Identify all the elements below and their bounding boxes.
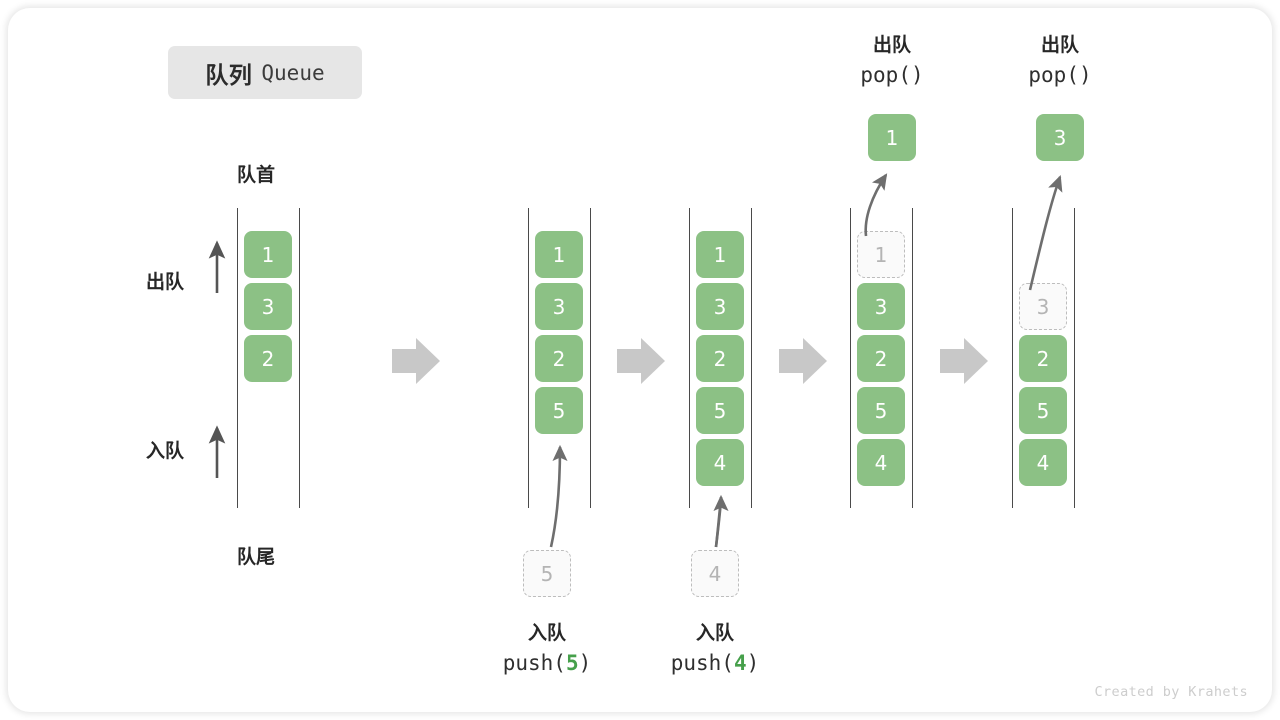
popped-chip-1: 1 xyxy=(868,114,916,161)
queue-cell: 2 xyxy=(244,335,292,382)
pop-3-label: 出队 pop() xyxy=(960,32,1160,90)
rail-right xyxy=(751,208,752,508)
transition-arrow-2 xyxy=(617,338,665,384)
rail-right xyxy=(590,208,591,508)
rail-left xyxy=(528,208,529,508)
queue-cell: 2 xyxy=(1019,335,1067,382)
pop-1-label-cn: 出队 xyxy=(872,35,911,56)
title-en: Queue xyxy=(261,60,325,85)
push-4-call-prefix: push( xyxy=(670,651,734,675)
push-source-chip-4: 4 xyxy=(691,550,739,597)
queue-cell: 2 xyxy=(696,335,744,382)
queue-cell-empty xyxy=(1019,231,1067,278)
queue-cell: 4 xyxy=(857,439,905,486)
title-cn: 队列 xyxy=(205,61,253,88)
queue-cell: 2 xyxy=(535,335,583,382)
credit-text: Created by Krahets xyxy=(1094,684,1248,700)
queue-cell: 3 xyxy=(857,283,905,330)
push-source-chip-5: 5 xyxy=(523,550,571,597)
queue-cell-ghost: 3 xyxy=(1019,283,1067,330)
queue-cell: 3 xyxy=(244,283,292,330)
push-4-label: 入队 push(4) xyxy=(615,620,815,678)
queue-cell: 3 xyxy=(535,283,583,330)
push-4-call-value: 4 xyxy=(733,651,747,675)
queue-cell: 5 xyxy=(696,387,744,434)
push-5-call: push(5) xyxy=(447,648,647,678)
popped-chip-3: 3 xyxy=(1036,114,1084,161)
queue-column-4: 1 3 2 5 4 xyxy=(850,208,914,508)
push-5-call-prefix: push( xyxy=(502,651,566,675)
queue-cell: 5 xyxy=(857,387,905,434)
queue-cells: 1 3 2 5 4 xyxy=(857,231,905,491)
queue-cell: 2 xyxy=(857,335,905,382)
title-badge: 队列 Queue xyxy=(168,46,362,99)
pop-3-label-cn: 出队 xyxy=(1040,35,1079,56)
queue-column-3: 1 3 2 5 4 xyxy=(689,208,753,508)
queue-cell: 1 xyxy=(244,231,292,278)
queue-cells: 1 3 2 5 xyxy=(535,231,583,439)
push-5-label: 入队 push(5) xyxy=(447,620,647,678)
rail-left xyxy=(1012,208,1013,508)
queue-cell-ghost: 1 xyxy=(857,231,905,278)
queue-column-1: 1 3 2 xyxy=(237,208,301,508)
transition-arrow-1 xyxy=(392,338,440,384)
rail-right xyxy=(912,208,913,508)
pop-3-call: pop() xyxy=(1028,63,1092,87)
push-4-label-cn: 入队 xyxy=(695,623,734,644)
label-front: 队首 xyxy=(237,165,276,186)
transition-arrow-3 xyxy=(779,338,827,384)
rail-left xyxy=(850,208,851,508)
rail-right xyxy=(1074,208,1075,508)
pop-1-label: 出队 pop() xyxy=(792,32,992,90)
queue-column-2: 1 3 2 5 xyxy=(528,208,592,508)
label-rear: 队尾 xyxy=(237,547,276,568)
rail-right xyxy=(299,208,300,508)
push-5-call-value: 5 xyxy=(565,651,579,675)
push-5-label-cn: 入队 xyxy=(527,623,566,644)
queue-cells: 1 3 2 5 4 xyxy=(696,231,744,491)
rail-left xyxy=(689,208,690,508)
queue-cell: 5 xyxy=(1019,387,1067,434)
push-4-call: push(4) xyxy=(615,648,815,678)
pop-1-call: pop() xyxy=(860,63,924,87)
push-4-call-suffix: ) xyxy=(746,651,760,675)
queue-cell: 1 xyxy=(696,231,744,278)
rail-left xyxy=(237,208,238,508)
label-dequeue: 出队 xyxy=(146,272,185,293)
transition-arrow-4 xyxy=(940,338,988,384)
queue-column-5: 3 2 5 4 xyxy=(1012,208,1076,508)
label-enqueue: 入队 xyxy=(146,441,185,462)
queue-cells: 3 2 5 4 xyxy=(1019,231,1067,491)
queue-cell: 1 xyxy=(535,231,583,278)
queue-cell: 5 xyxy=(535,387,583,434)
queue-cell: 4 xyxy=(1019,439,1067,486)
queue-cells: 1 3 2 xyxy=(244,231,292,387)
queue-cell: 3 xyxy=(696,283,744,330)
push-5-call-suffix: ) xyxy=(578,651,592,675)
queue-cell: 4 xyxy=(696,439,744,486)
